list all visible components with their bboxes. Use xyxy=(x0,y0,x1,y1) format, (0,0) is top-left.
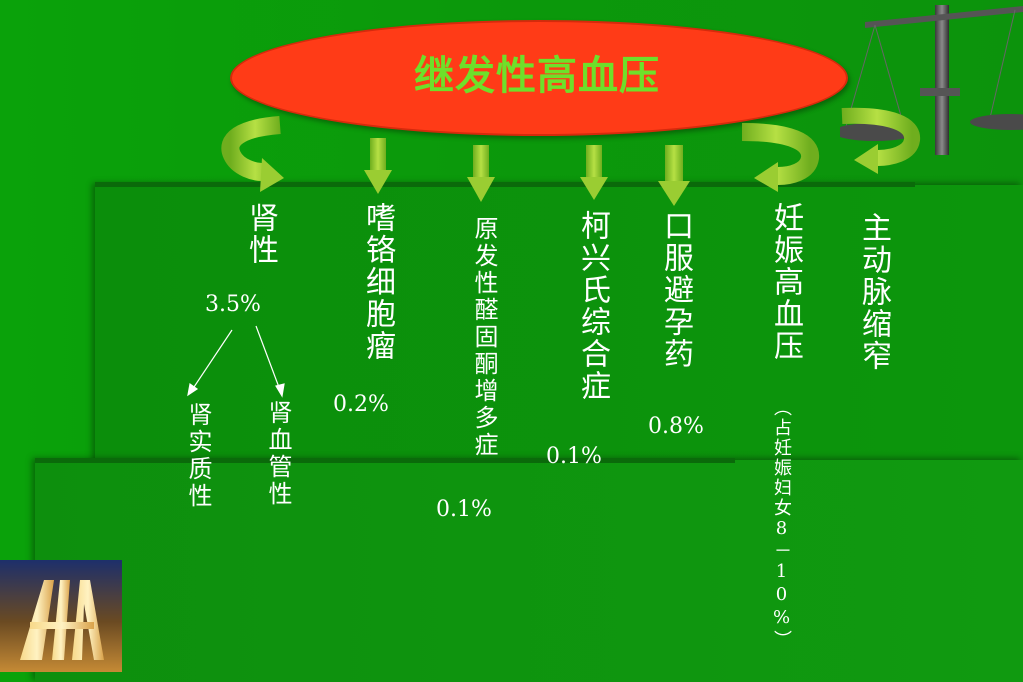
title-ellipse xyxy=(230,20,848,136)
branch-arrow-icon xyxy=(187,325,285,398)
curved-arrow-icon xyxy=(841,107,920,174)
renal-sub-vascular: 肾血管性 xyxy=(264,400,292,508)
item-label-cushing: 柯兴氏综合症 xyxy=(575,210,610,402)
item-percent-cushing: 0.1% xyxy=(546,444,602,469)
background-band-upper xyxy=(95,185,1023,465)
item-label-pregnancy: 妊娠高血压 xyxy=(768,202,803,362)
item-percent-aldosteronism: 0.1% xyxy=(436,497,492,522)
background-band-lower xyxy=(35,460,1023,682)
arrow-icon xyxy=(580,145,608,200)
arrow-icon xyxy=(364,138,392,194)
arrow-icon xyxy=(467,145,495,202)
item-percent-pheochromocytoma: 0.2% xyxy=(333,392,389,417)
item-percent-renal: 3.5% xyxy=(205,292,261,317)
item-label-renal: 肾性 xyxy=(243,202,278,266)
logo-icon xyxy=(0,560,122,672)
arrow-icon xyxy=(658,145,690,206)
item-label-coarctation: 主动脉缩窄 xyxy=(856,212,891,372)
item-label-oral-contraceptive: 口服避孕药 xyxy=(658,210,693,370)
curved-arrow-icon xyxy=(741,123,820,192)
renal-sub-parenchymal: 肾实质性 xyxy=(184,402,212,510)
item-percent-oral-contraceptive: 0.8% xyxy=(648,414,704,439)
item-label-pheochromocytoma: 嗜铬细胞瘤 xyxy=(360,202,395,362)
divider-line xyxy=(95,182,915,187)
item-note-pregnancy: （占妊娠妇女8－10%） xyxy=(771,398,792,650)
curved-arrow-icon xyxy=(221,116,284,192)
divider-line xyxy=(35,458,735,463)
diagram-title: 继发性高血压 xyxy=(414,53,660,99)
item-label-aldosteronism: 原发性醛固酮增多症 xyxy=(470,216,498,459)
